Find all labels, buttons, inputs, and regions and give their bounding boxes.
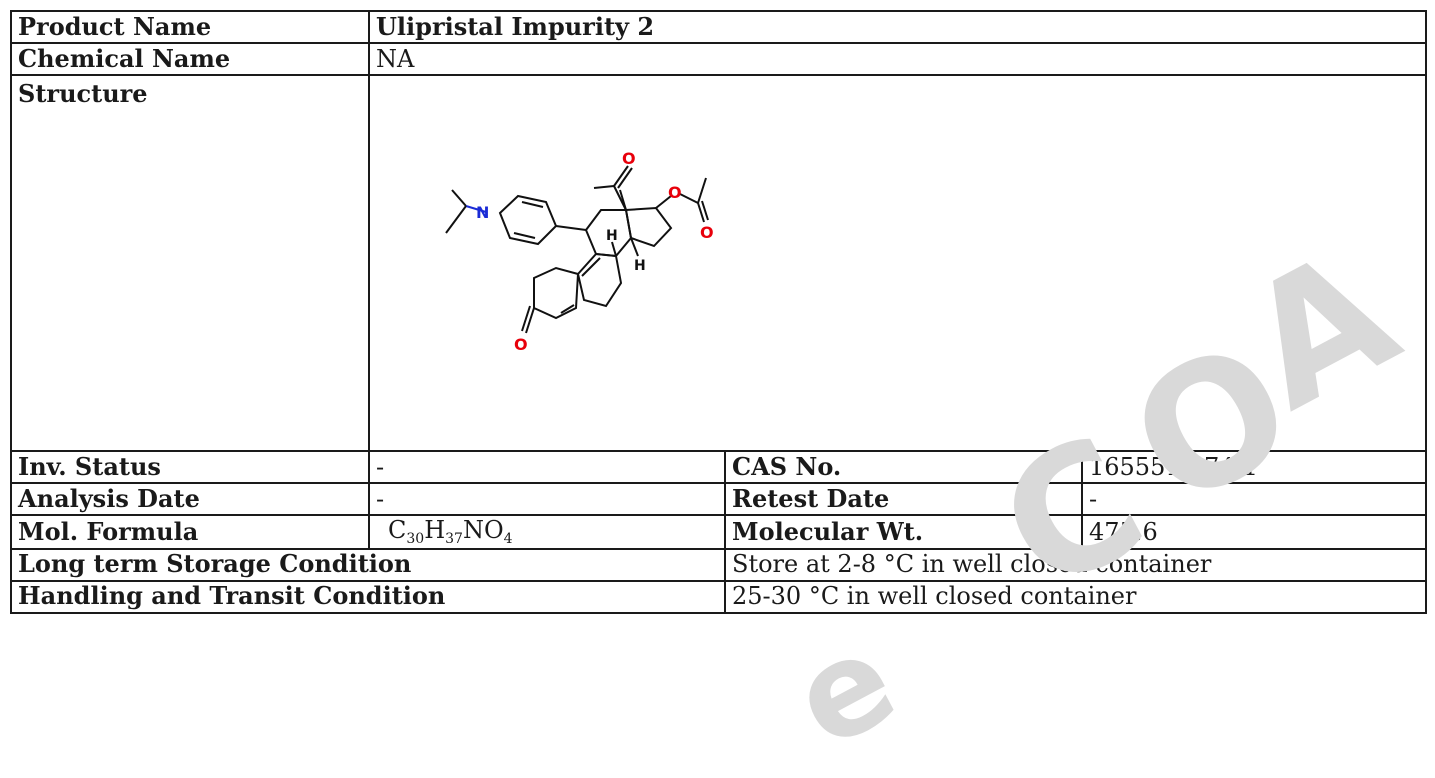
row-analysis-date: Analysis Date - Retest Date - bbox=[10, 482, 1427, 516]
chemical-name-value: NA bbox=[368, 42, 1427, 76]
hydrogen-atom-label-2: H bbox=[634, 258, 646, 274]
cas-no-label: CAS No. bbox=[724, 450, 1083, 484]
inv-status-label: Inv. Status bbox=[10, 450, 370, 484]
watermark-letter-e: e bbox=[769, 602, 919, 778]
nitrogen-atom-label: N bbox=[476, 203, 489, 222]
formula-o-count: 4 bbox=[503, 531, 513, 547]
chemical-structure-image: N O O O O H H bbox=[445, 149, 714, 354]
storage-value: Store at 2-8 °C in well closed container bbox=[724, 547, 1427, 582]
mol-formula-label: Mol. Formula bbox=[10, 514, 370, 550]
chemical-name-label: Chemical Name bbox=[10, 42, 370, 76]
formula-c-count: 30 bbox=[406, 531, 425, 547]
formula-no: NO bbox=[462, 516, 504, 544]
row-storage: Long term Storage Condition Store at 2-8… bbox=[10, 547, 1427, 582]
row-structure: Structure bbox=[10, 74, 1427, 452]
molecular-wt-value: 475.6 bbox=[1081, 514, 1427, 550]
structure-label: Structure bbox=[10, 74, 370, 452]
row-inv-status: Inv. Status - CAS No. 1655514-74-1 bbox=[10, 450, 1427, 484]
formula-h: H bbox=[424, 516, 446, 544]
oxygen-atom-label-ester: O bbox=[668, 183, 682, 202]
structure-cell: N O O O O H H bbox=[368, 74, 1427, 452]
hydrogen-atom-label-1: H bbox=[606, 228, 618, 244]
row-mol-formula: Mol. Formula C30H37NO4 Molecular Wt. 475… bbox=[10, 514, 1427, 550]
cas-no-value: 1655514-74-1 bbox=[1081, 450, 1427, 484]
product-name-value: Ulipristal Impurity 2 bbox=[368, 10, 1427, 44]
retest-date-label: Retest Date bbox=[724, 482, 1083, 516]
storage-label: Long term Storage Condition bbox=[10, 547, 726, 582]
oxygen-atom-label-carbonyl: O bbox=[700, 223, 714, 242]
inv-status-value: - bbox=[368, 450, 726, 484]
formula-c: C bbox=[388, 516, 407, 544]
row-handling: Handling and Transit Condition 25-30 °C … bbox=[10, 579, 1427, 614]
formula-h-count: 37 bbox=[445, 531, 463, 547]
handling-label: Handling and Transit Condition bbox=[10, 579, 726, 614]
oxygen-atom-label-ketone: O bbox=[622, 149, 636, 168]
product-name-label: Product Name bbox=[10, 10, 370, 44]
handling-value: 25-30 °C in well closed container bbox=[724, 579, 1427, 614]
mol-formula-value: C30H37NO4 bbox=[368, 514, 726, 550]
retest-date-value: - bbox=[1081, 482, 1427, 516]
row-chemical-name: Chemical Name NA bbox=[10, 42, 1427, 76]
analysis-date-label: Analysis Date bbox=[10, 482, 370, 516]
oxygen-atom-label-ring: O bbox=[514, 335, 528, 354]
coa-table: Product Name Ulipristal Impurity 2 Chemi… bbox=[10, 10, 1427, 614]
molecular-wt-label: Molecular Wt. bbox=[724, 514, 1083, 550]
analysis-date-value: - bbox=[368, 482, 726, 516]
row-product-name: Product Name Ulipristal Impurity 2 bbox=[10, 10, 1427, 44]
